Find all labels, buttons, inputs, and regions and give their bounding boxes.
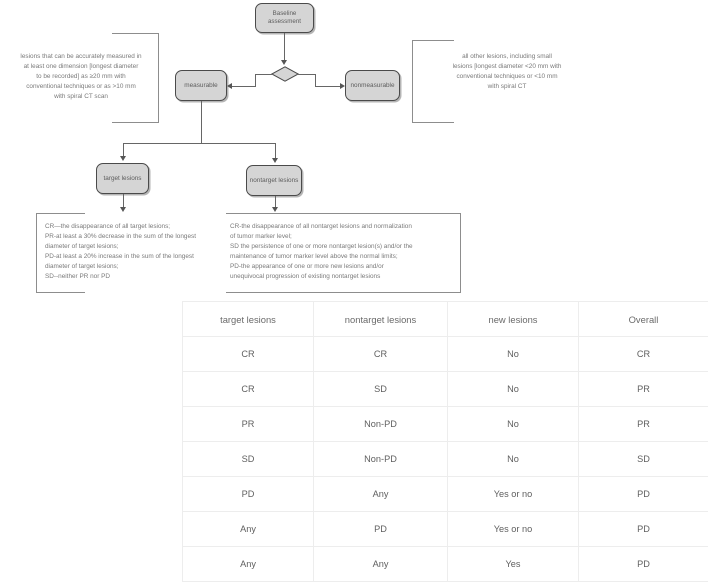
table-header-nontarget-lesions: nontarget lesions: [314, 302, 448, 337]
cell-overall: PR: [579, 372, 708, 407]
connector-decision-right-stub: [297, 74, 316, 75]
cell-new: No: [448, 442, 579, 477]
connector-decision-left-stub: [255, 74, 273, 75]
table-header-row: target lesions nontarget lesions new les…: [183, 302, 708, 337]
cell-new: No: [448, 372, 579, 407]
node-baseline-assessment: Baseline assessment: [255, 3, 314, 33]
cell-target: CR: [183, 337, 314, 372]
arrowhead-to-target: [120, 156, 126, 161]
connector-decision-to-measurable: [232, 86, 256, 87]
cell-overall: PD: [579, 512, 708, 547]
connector-to-target-drop: [123, 143, 124, 157]
note-target-response-criteria: CR—the disappearance of all target lesio…: [45, 222, 235, 282]
table-header-new-lesions: new lesions: [448, 302, 579, 337]
node-baseline-assessment-label: Baseline assessment: [256, 10, 313, 26]
node-measurable-label: measurable: [176, 82, 226, 90]
cell-target: SD: [183, 442, 314, 477]
arrowhead-baseline-to-decision: [281, 60, 287, 65]
arrowhead-to-nontarget: [272, 158, 278, 163]
decision-diamond-icon: [271, 66, 299, 82]
bracket-measurable-bottom: [112, 122, 159, 123]
cell-nontarget: Any: [314, 477, 448, 512]
connector-baseline-to-decision: [284, 33, 285, 61]
cell-nontarget: Non-PD: [314, 442, 448, 477]
connector-measurable-down: [201, 101, 202, 143]
bracket-target-bottom: [36, 292, 85, 293]
node-target-lesions: target lesions: [96, 163, 149, 194]
cell-nontarget: PD: [314, 512, 448, 547]
note-measurable-definition: lesions that can be accurately measured …: [0, 52, 162, 102]
table-row: CR SD No PR: [183, 372, 708, 407]
cell-nontarget: SD: [314, 372, 448, 407]
cell-new: No: [448, 407, 579, 442]
note-nontarget-response-criteria: CR-the disappearance of all nontarget le…: [230, 222, 452, 282]
node-target-lesions-label: target lesions: [97, 175, 148, 183]
connector-decision-left-drop: [255, 74, 256, 86]
decision-diamond-shape: [271, 66, 299, 82]
cell-nontarget: Any: [314, 547, 448, 582]
cell-target: Any: [183, 547, 314, 582]
cell-overall: PD: [579, 477, 708, 512]
bracket-nonmeasurable-bottom: [412, 122, 454, 123]
bracket-nontarget-vertical: [460, 213, 461, 293]
note-nonmeasurable-definition: all other lesions, including small lesio…: [428, 52, 586, 92]
cell-target: CR: [183, 372, 314, 407]
cell-new: Yes: [448, 547, 579, 582]
bracket-nontarget-top: [226, 213, 461, 214]
cell-new: Yes or no: [448, 512, 579, 547]
cell-target: Any: [183, 512, 314, 547]
table-row: PR Non-PD No PR: [183, 407, 708, 442]
connector-decision-right-drop: [315, 74, 316, 86]
bracket-measurable-top: [112, 33, 159, 34]
cell-overall: SD: [579, 442, 708, 477]
bracket-target-top: [36, 213, 85, 214]
bracket-nonmeasurable-vertical: [412, 40, 413, 123]
node-nontarget-lesions: nontarget lesions: [246, 165, 302, 196]
arrowhead-nontarget-to-note: [272, 207, 278, 212]
connector-to-nontarget-drop: [275, 143, 276, 159]
cell-target: PD: [183, 477, 314, 512]
node-measurable: measurable: [175, 70, 227, 101]
arrowhead-to-measurable: [227, 83, 232, 89]
cell-new: Yes or no: [448, 477, 579, 512]
table-row: CR CR No CR: [183, 337, 708, 372]
table-row: Any PD Yes or no PD: [183, 512, 708, 547]
connector-measurable-split: [123, 143, 276, 144]
cell-new: No: [448, 337, 579, 372]
connector-decision-to-nonmeasurable: [315, 86, 340, 87]
arrowhead-target-to-note: [120, 207, 126, 212]
cell-nontarget: CR: [314, 337, 448, 372]
cell-nontarget: Non-PD: [314, 407, 448, 442]
overall-response-table: target lesions nontarget lesions new les…: [182, 301, 708, 582]
cell-target: PR: [183, 407, 314, 442]
cell-overall: PD: [579, 547, 708, 582]
node-nonmeasurable: nonmeasurable: [345, 70, 400, 101]
bracket-nonmeasurable-top: [412, 40, 454, 41]
table-row: Any Any Yes PD: [183, 547, 708, 582]
table-row: SD Non-PD No SD: [183, 442, 708, 477]
cell-overall: CR: [579, 337, 708, 372]
table-row: PD Any Yes or no PD: [183, 477, 708, 512]
connector-target-to-note: [123, 194, 124, 208]
node-nonmeasurable-label: nonmeasurable: [346, 82, 399, 90]
cell-overall: PR: [579, 407, 708, 442]
bracket-nontarget-bottom: [226, 292, 461, 293]
table-header-target-lesions: target lesions: [183, 302, 314, 337]
bracket-target-vertical: [36, 213, 37, 293]
table-header-overall: Overall: [579, 302, 708, 337]
node-nontarget-lesions-label: nontarget lesions: [247, 177, 301, 185]
